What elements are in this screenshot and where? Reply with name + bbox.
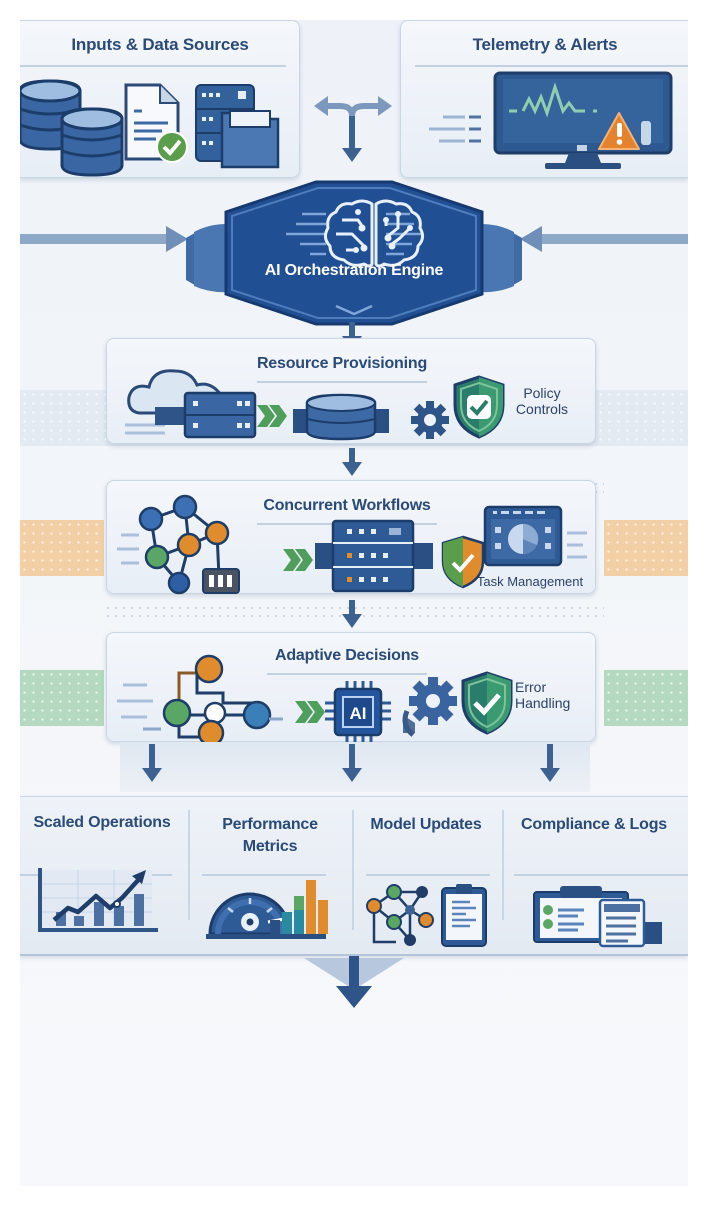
shield-check-icon	[461, 671, 513, 735]
stage-adaptive-decisions: Adaptive Decisions	[106, 632, 596, 747]
outcome-title: Performance Metrics	[222, 816, 318, 855]
shield-check-icon	[453, 375, 505, 439]
arrow-right-icon	[20, 226, 188, 252]
panel-inputs-data-sources: Inputs & Data Sources	[20, 20, 300, 178]
stage-side-label: Error Handling	[515, 679, 571, 712]
double-chevron-icon	[283, 549, 313, 571]
gear-icon	[411, 401, 449, 439]
divider	[257, 381, 427, 383]
cloud-server-icon	[125, 369, 257, 439]
stage-side-label: Policy Controls	[515, 385, 569, 418]
speed-lines-icon	[429, 115, 481, 143]
divider	[202, 874, 326, 876]
arrow-down-icon	[540, 744, 560, 782]
decision-tree-icon	[162, 654, 283, 747]
speed-lines-icon	[117, 683, 161, 731]
brain-circuit-icon	[323, 199, 425, 268]
network-clipboard-icon	[366, 884, 487, 947]
arrow-down-icon	[142, 744, 162, 782]
stage-band-decisions-right	[604, 670, 688, 726]
shield-check-icon	[441, 535, 485, 589]
database-stack-icon	[20, 79, 124, 177]
node-graph-icon	[138, 494, 240, 595]
divider-vertical	[188, 810, 190, 920]
stage-concurrent-workflows: Concurrent Workflows	[106, 480, 596, 595]
speed-lines-icon	[117, 533, 139, 565]
panel-title: Inputs & Data Sources	[71, 35, 249, 54]
document-check-icon	[124, 83, 188, 163]
stage-band-decisions-left	[20, 670, 104, 726]
stage-side-label: Task Management	[476, 574, 584, 589]
arrow-left-icon	[520, 226, 688, 252]
panel-telemetry-alerts: Telemetry & Alerts	[400, 20, 688, 178]
split-arrow-icon	[314, 96, 392, 162]
dashboard-pie-icon	[483, 505, 563, 567]
stage-title: Concurrent Workflows	[263, 497, 431, 514]
divider-vertical	[352, 810, 354, 930]
divider-vertical	[502, 810, 504, 920]
arrow-down-icon	[342, 744, 362, 782]
divider	[366, 874, 490, 876]
divider	[20, 65, 286, 67]
divider	[514, 874, 688, 876]
server-folder-icon	[195, 84, 280, 169]
storage-disk-icon	[293, 393, 389, 441]
panel-title: Telemetry & Alerts	[472, 35, 618, 54]
outcome-title: Model Updates	[370, 816, 482, 833]
outcome-title: Scaled Operations	[33, 814, 171, 831]
gears-icon	[402, 677, 457, 737]
growth-chart-icon	[38, 868, 158, 932]
stage-resource-provisioning: Resource Provisioning	[106, 338, 596, 444]
divider	[267, 673, 427, 675]
ai-chip-icon: AI	[325, 681, 391, 743]
gauge-bars-icon	[206, 880, 328, 939]
svg-text:AI: AI	[350, 704, 367, 723]
stage-title: Resource Provisioning	[256, 355, 428, 372]
double-chevron-icon	[257, 405, 287, 427]
speed-lines-icon	[567, 531, 587, 559]
diagram-canvas: Inputs & Data Sources	[20, 20, 688, 1186]
checklist-docs-icon	[533, 886, 662, 948]
server-rack-icon	[315, 519, 433, 593]
arrow-down-icon	[342, 448, 362, 476]
outcome-title: Compliance & Logs	[521, 816, 667, 833]
warning-icon	[598, 112, 651, 150]
stage-band-workflows-left	[20, 520, 104, 576]
divider	[415, 65, 688, 67]
final-arrow-down-icon	[304, 956, 404, 1008]
stage-title: Adaptive Decisions	[274, 647, 419, 664]
double-chevron-icon	[295, 701, 325, 723]
engine-title: AI Orchestration Engine	[264, 262, 444, 279]
stage-band-workflows-right	[604, 520, 688, 576]
arrow-down-icon	[342, 600, 362, 628]
